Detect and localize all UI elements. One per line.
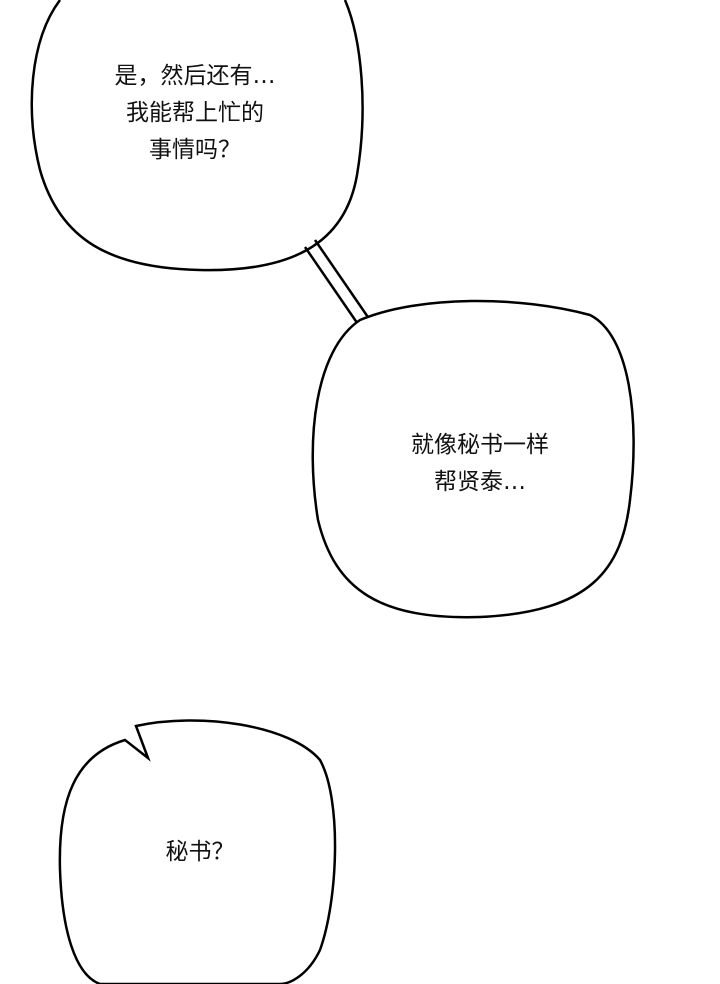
bubble-2-shape bbox=[311, 299, 635, 619]
bubble-connector bbox=[303, 239, 374, 331]
bubble-1-text: 是，然后还有… 我能帮上忙的 事情吗？ bbox=[114, 63, 276, 163]
bubble-3-shape bbox=[58, 719, 337, 984]
bubble-3-text: 秘书？ bbox=[165, 839, 235, 865]
bubble-1-shape bbox=[30, 0, 364, 272]
bubble-2-text: 就像秘书一样 帮贤泰… bbox=[411, 432, 549, 495]
